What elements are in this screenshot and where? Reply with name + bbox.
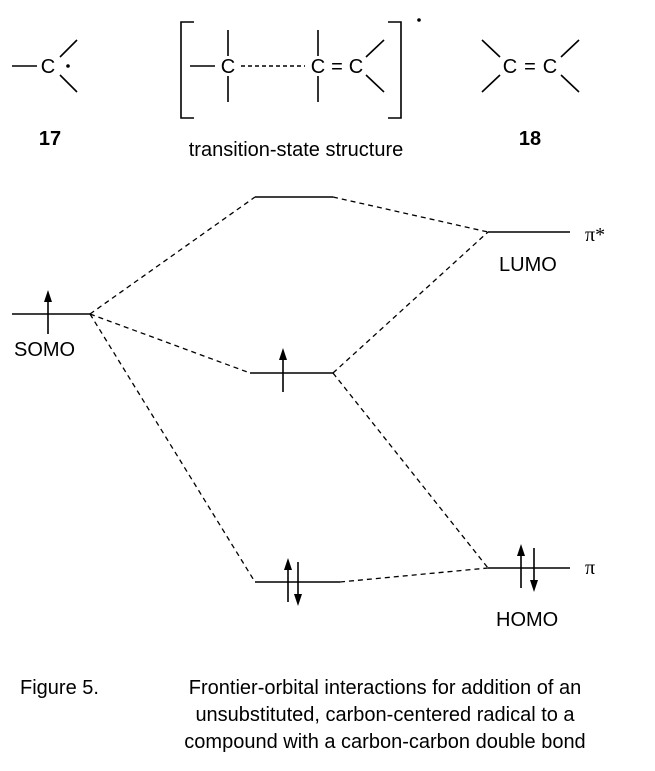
alkene-bond-left-up — [481, 39, 501, 58]
ts-double-bond: = — [331, 56, 343, 78]
radical-structure-17 — [12, 39, 78, 93]
homo-down-arrowhead — [530, 580, 538, 592]
alkene-structure-18 — [481, 39, 580, 93]
alkene-double-bond: = — [524, 56, 536, 78]
ts-caption: transition-state structure — [189, 139, 404, 161]
compound-number-18: 18 — [519, 128, 541, 150]
alkene-bond-right-down — [560, 74, 580, 93]
homo-up-arrowhead — [517, 544, 525, 556]
caption-line-2: unsubstituted, carbon-centered radical t… — [195, 704, 575, 726]
middle-to-homo — [332, 372, 489, 569]
somo-arrowhead — [44, 290, 52, 302]
somo-to-middle — [89, 313, 251, 374]
radical-dot — [66, 64, 70, 68]
caption-line-3: compound with a carbon-carbon double bon… — [184, 731, 585, 753]
radical-carbon-label: C — [41, 56, 55, 78]
ts-carbon-left: C — [221, 56, 235, 78]
lumo-label: LUMO — [499, 254, 557, 276]
alkene-bond-left-down — [481, 74, 501, 93]
somo-to-lower — [89, 313, 256, 583]
pi-label: π — [585, 557, 595, 579]
upper-to-lumo — [332, 196, 489, 233]
caption-line-1: Frontier-orbital interactions for additi… — [189, 677, 581, 699]
figure-label: Figure 5. — [20, 677, 99, 699]
lower-up-arrowhead — [284, 558, 292, 570]
transition-state-structure — [180, 21, 402, 119]
radical-bond-down — [59, 74, 78, 93]
somo-to-upper — [89, 196, 256, 315]
ts-radical-dot — [417, 18, 421, 22]
compound-number-17: 17 — [39, 128, 61, 150]
homo-label: HOMO — [496, 609, 558, 631]
lower-down-arrowhead — [294, 594, 302, 606]
somo-label: SOMO — [14, 339, 75, 361]
ts-bond-right-up — [365, 39, 385, 58]
radical-bond-up — [59, 39, 78, 58]
ts-bond-right-down — [365, 74, 385, 93]
alkene-carbon-left: C — [503, 56, 517, 78]
correlation-lines — [89, 196, 489, 583]
bracket-left — [180, 21, 194, 119]
ts-carbon-right: C — [349, 56, 363, 78]
middle-to-lumo — [332, 231, 489, 374]
alkene-bond-right-up — [560, 39, 580, 58]
ts-carbon-mid: C — [311, 56, 325, 78]
lower-to-homo — [339, 567, 489, 583]
middle-arrowhead — [279, 348, 287, 360]
alkene-carbon-right: C — [543, 56, 557, 78]
pi-star-label: π* — [585, 224, 605, 246]
bracket-right — [388, 21, 402, 119]
